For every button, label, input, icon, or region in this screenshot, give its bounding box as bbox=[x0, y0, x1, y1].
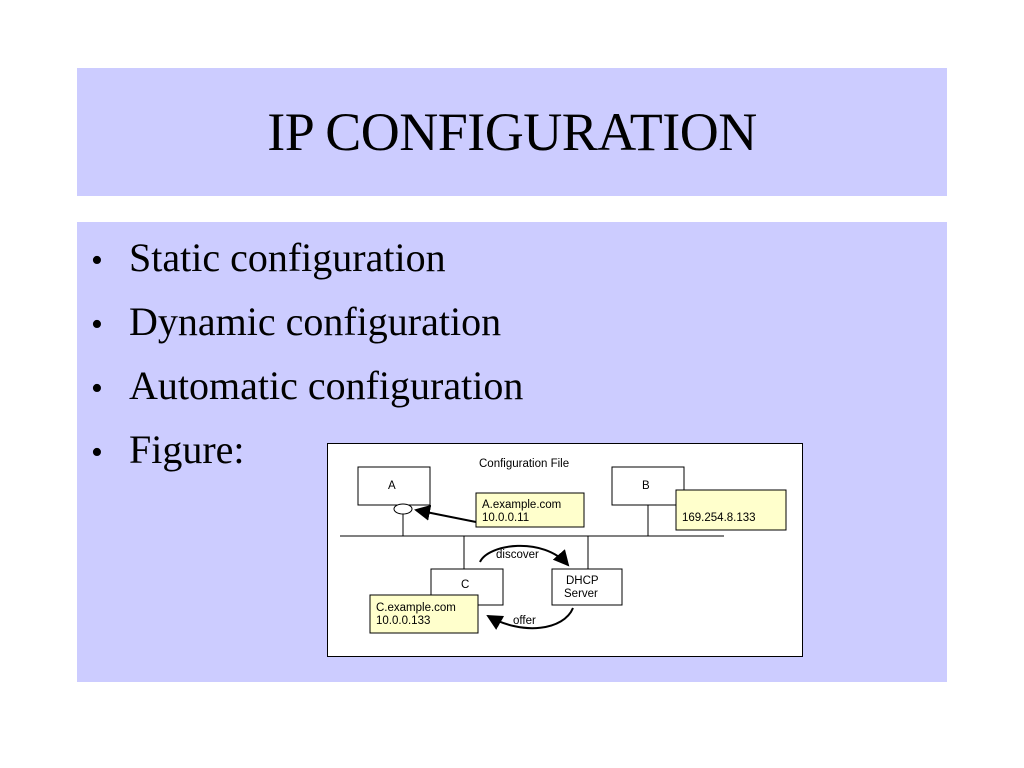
network-diagram: Configuration File A A.example.com 10.0.… bbox=[340, 458, 787, 634]
host-c-label: C bbox=[461, 579, 469, 591]
config-a-note bbox=[475, 492, 585, 528]
bullet-item: • Figure: bbox=[87, 426, 523, 490]
config-b-note bbox=[675, 489, 787, 531]
figure-heading: Configuration File bbox=[479, 458, 569, 470]
config-c-note bbox=[369, 594, 479, 634]
host-b-label: B bbox=[642, 480, 650, 492]
config-b-ip: 169.254.8.133 bbox=[682, 512, 756, 524]
host-a-label: A bbox=[388, 480, 396, 492]
bullet-item: • Dynamic configuration bbox=[87, 298, 523, 362]
dhcp-server-label-2: Server bbox=[564, 588, 598, 600]
slide-title: IP CONFIGURATION bbox=[267, 102, 757, 162]
config-a-arrow bbox=[414, 504, 477, 523]
offer-label: offer bbox=[513, 615, 536, 627]
bullet-marker: • bbox=[91, 306, 103, 343]
bullet-marker: • bbox=[91, 370, 103, 407]
content-panel: • Static configuration • Dynamic configu… bbox=[77, 222, 947, 682]
bullet-text: Automatic configuration bbox=[129, 363, 524, 408]
config-a-ip: 10.0.0.11 bbox=[482, 512, 529, 524]
config-a-host: A.example.com bbox=[482, 499, 561, 511]
bullet-item: • Static configuration bbox=[87, 234, 523, 298]
bullet-text: Dynamic configuration bbox=[129, 299, 502, 344]
discover-label: discover bbox=[496, 549, 539, 561]
bullet-list: • Static configuration • Dynamic configu… bbox=[87, 234, 523, 490]
bullet-marker: • bbox=[91, 434, 103, 471]
config-c-ip: 10.0.0.133 bbox=[376, 615, 430, 627]
host-a-interface bbox=[393, 503, 413, 515]
offer-arrow bbox=[486, 607, 574, 630]
network-figure: Configuration File A A.example.com 10.0.… bbox=[327, 443, 803, 657]
config-c-host: C.example.com bbox=[376, 602, 456, 614]
dhcp-server-box bbox=[551, 568, 623, 606]
host-a-box bbox=[357, 466, 431, 506]
bullet-item: • Automatic configuration bbox=[87, 362, 523, 426]
dhcp-server-label-1: DHCP bbox=[566, 575, 599, 587]
bullet-text: Figure: bbox=[129, 427, 245, 472]
discover-arrow bbox=[479, 544, 570, 567]
bullet-text: Static configuration bbox=[129, 235, 446, 280]
title-panel: IP CONFIGURATION bbox=[77, 68, 947, 196]
bullet-marker: • bbox=[91, 242, 103, 279]
host-b-box bbox=[611, 466, 685, 506]
